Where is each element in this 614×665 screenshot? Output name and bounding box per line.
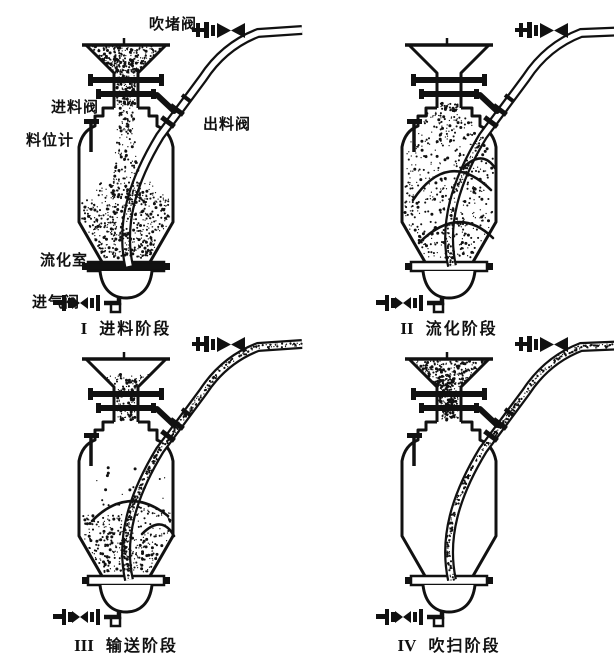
panel-fluidization-stage: II 流化阶段 [307,0,614,338]
panel-feeding-stage: 吹堵阀 进料阀 料位计 出料阀 流化室 进气阀 I 进料阶段 [0,0,307,338]
caption-numeral: IV [397,636,417,655]
blow-tank-diagram-conveying [53,336,303,628]
panel-conveying-stage: III 输送阶段 [0,330,307,665]
label-air-inlet-valve: 进气阀 [31,294,80,311]
label-level-gauge: 料位计 [25,132,74,149]
caption-numeral: I [80,319,88,338]
caption-numeral: III [74,636,94,655]
caption-conveying-stage: III 输送阶段 [0,632,252,656]
blow-tank-diagram-feeding [53,22,303,314]
caption-text: 输送阶段 [105,638,178,655]
caption-text: 流化阶段 [425,321,498,338]
blow-tank-diagram-purging [376,336,614,628]
label-feed-valve: 进料阀 [50,99,99,116]
caption-numeral: II [400,319,414,338]
caption-text: 进料阶段 [99,321,172,338]
caption-fluidization-stage: II 流化阶段 [323,315,575,339]
blow-tank-diagram-fluidization [376,22,614,314]
label-fluidization-chamber: 流化室 [39,252,88,269]
caption-text: 吹扫阶段 [428,638,501,655]
panel-purging-stage: IV 吹扫阶段 [307,330,614,665]
label-blow-plug-valve: 吹堵阀 [148,16,197,33]
caption-purging-stage: IV 吹扫阶段 [323,632,575,656]
label-discharge-valve: 出料阀 [203,116,252,133]
caption-feeding-stage: I 进料阶段 [0,315,252,339]
